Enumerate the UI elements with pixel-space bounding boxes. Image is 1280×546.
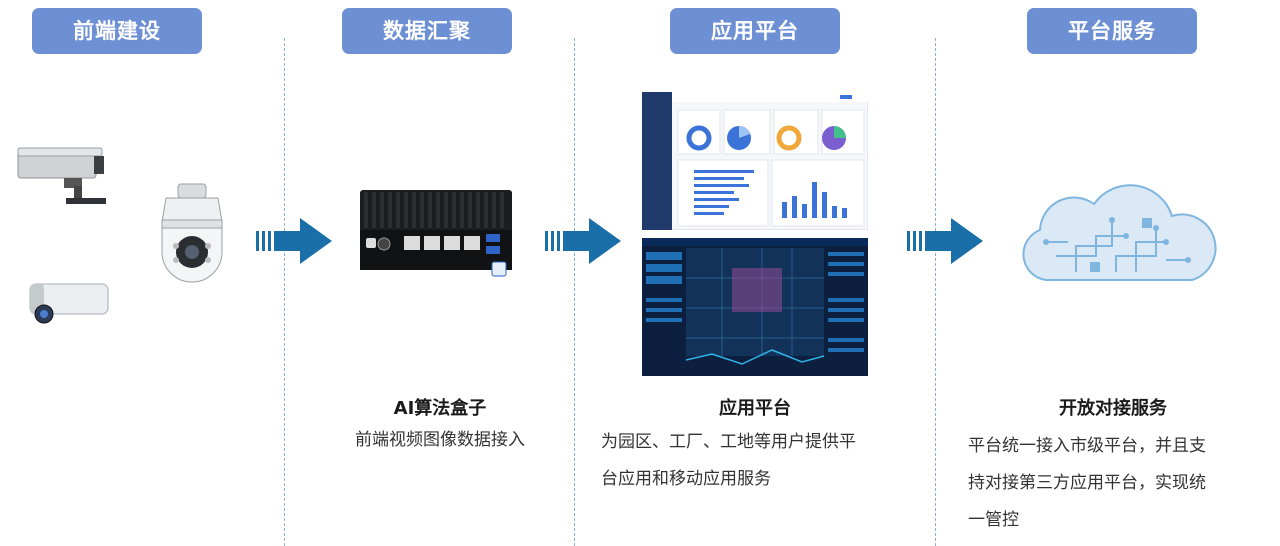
service-description-line-3: 一管控 (968, 510, 1019, 530)
bullet-camera-icon (29, 283, 109, 324)
divider (935, 38, 936, 546)
bullet-camera-icon (17, 147, 106, 204)
stage-label-aggregation: 数据汇聚 (342, 8, 512, 54)
stage-label-frontend: 前端建设 (32, 8, 202, 54)
ai-box-description: 前端视频图像数据接入 (355, 430, 525, 450)
dome-camera-icon (161, 183, 223, 283)
divider (284, 38, 285, 546)
dashboard-icon (642, 92, 868, 230)
service-title: 开放对接服务 (1059, 398, 1167, 419)
flow-arrow-icon (545, 218, 621, 264)
platform-description-line-1: 为园区、工厂、工地等用户提供平 (601, 432, 856, 452)
flow-arrow-icon (907, 218, 983, 264)
cloud-icon (1022, 184, 1217, 281)
platform-title: 应用平台 (719, 398, 791, 419)
service-description-line-1: 平台统一接入市级平台，并且支 (968, 436, 1206, 456)
divider (574, 38, 575, 546)
stage-label-service: 平台服务 (1027, 8, 1197, 54)
platform-description-line-2: 台应用和移动应用服务 (601, 469, 771, 489)
dashboard-icon (642, 238, 868, 376)
stage-label-platform: 应用平台 (670, 8, 840, 54)
ai-box-icon (360, 190, 512, 277)
ai-box-title: AI算法盒子 (393, 398, 487, 419)
flow-arrow-icon (256, 218, 332, 264)
service-description-line-2: 持对接第三方应用平台，实现统 (968, 473, 1206, 493)
